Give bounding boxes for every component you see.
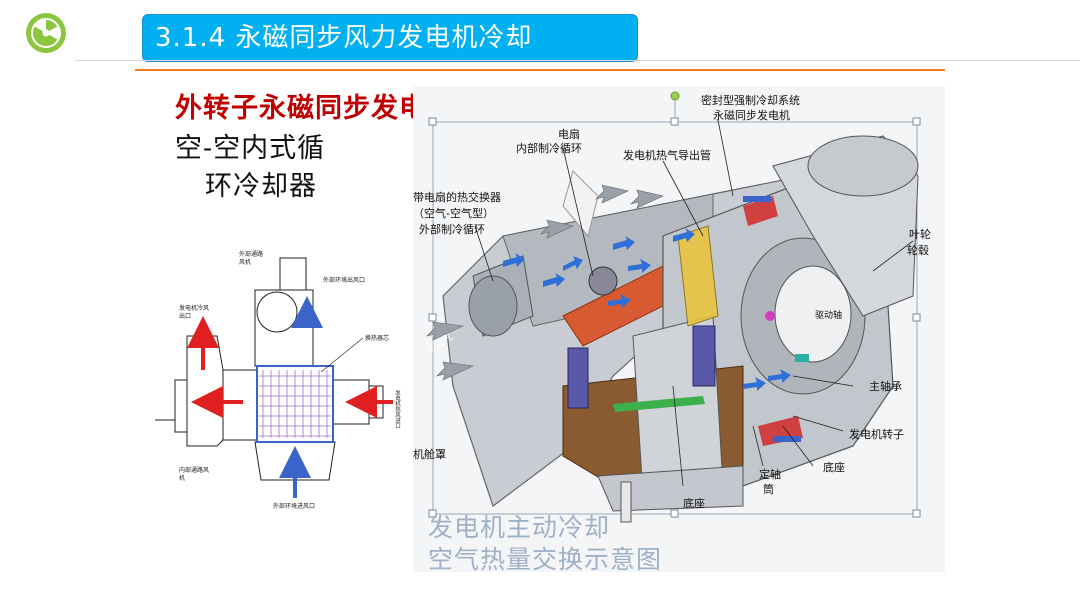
svg-text:机: 机 bbox=[179, 474, 185, 482]
label-external-air-inlet: 外部环境进风口 bbox=[273, 502, 315, 510]
svg-text:出口: 出口 bbox=[179, 312, 191, 320]
label-sealed-system: 密封型强制冷却系统 bbox=[701, 93, 800, 107]
figure-caption-line-1: 发电机主动冷却 bbox=[428, 513, 611, 542]
label-heat-exchanger: 带电扇的热交换器 bbox=[413, 190, 501, 204]
desc-line-1: 空-空内式循 bbox=[175, 133, 326, 164]
accent-divider bbox=[135, 69, 945, 71]
heat-exchanger-schematic: 外部通路 风机 外部环境出风口 发电机冷风 出口 换热器芯 发电机热风进口 内部… bbox=[135, 240, 417, 522]
svg-text:（空气-空气型）: （空气-空气型） bbox=[413, 206, 494, 220]
svg-text:外部制冷循环: 外部制冷循环 bbox=[419, 222, 485, 236]
desc-line-2: 环冷却器 bbox=[205, 171, 317, 202]
label-gen-cool-air-out: 发电机冷风 bbox=[179, 304, 209, 312]
page-title: 3.1.4 永磁同步风力发电机冷却 bbox=[142, 14, 638, 62]
label-fan: 电扇 bbox=[558, 127, 580, 141]
label-fixed-shaft: 定轴 bbox=[759, 467, 781, 481]
generator-cooling-diagram: 密封型强制冷却系统 永磁同步发电机 电扇 内部制冷循环 发电机热气导出管 带电扇… bbox=[413, 86, 945, 572]
label-internal-fan-bottom: 内部通路风 bbox=[179, 466, 209, 474]
label-generator-rotor: 发电机转子 bbox=[849, 427, 904, 441]
label-external-air-outlet: 外部环境出风口 bbox=[323, 276, 365, 284]
label-base-bottom: 底座 bbox=[683, 496, 705, 510]
label-main-bearing: 主轴承 bbox=[869, 379, 902, 393]
radiation-icon bbox=[26, 13, 66, 53]
svg-text:轮毂: 轮毂 bbox=[907, 243, 929, 257]
label-impeller: 叶轮 bbox=[909, 227, 931, 241]
label-nacelle-cover: 机舱罩 bbox=[413, 447, 446, 461]
svg-text:风机: 风机 bbox=[239, 258, 251, 266]
label-base-right: 底座 bbox=[823, 460, 845, 474]
label-internal-fan-top: 外部通路 bbox=[239, 250, 263, 258]
label-heat-exchanger-core: 换热器芯 bbox=[365, 334, 389, 342]
svg-text:筒: 筒 bbox=[763, 482, 774, 496]
label-gen-hot-air-in: 发电机热风进口 bbox=[394, 389, 401, 430]
label-drive-shaft: 驱动轴 bbox=[815, 309, 842, 321]
label-fan-circulation: 内部制冷循环 bbox=[516, 141, 582, 155]
figure-caption-line-2: 空气热量交换示意图 bbox=[428, 545, 663, 574]
header-divider bbox=[75, 60, 1080, 61]
label-hot-air-duct: 发电机热气导出管 bbox=[623, 148, 711, 162]
label-pm-generator: 永磁同步发电机 bbox=[713, 108, 790, 122]
